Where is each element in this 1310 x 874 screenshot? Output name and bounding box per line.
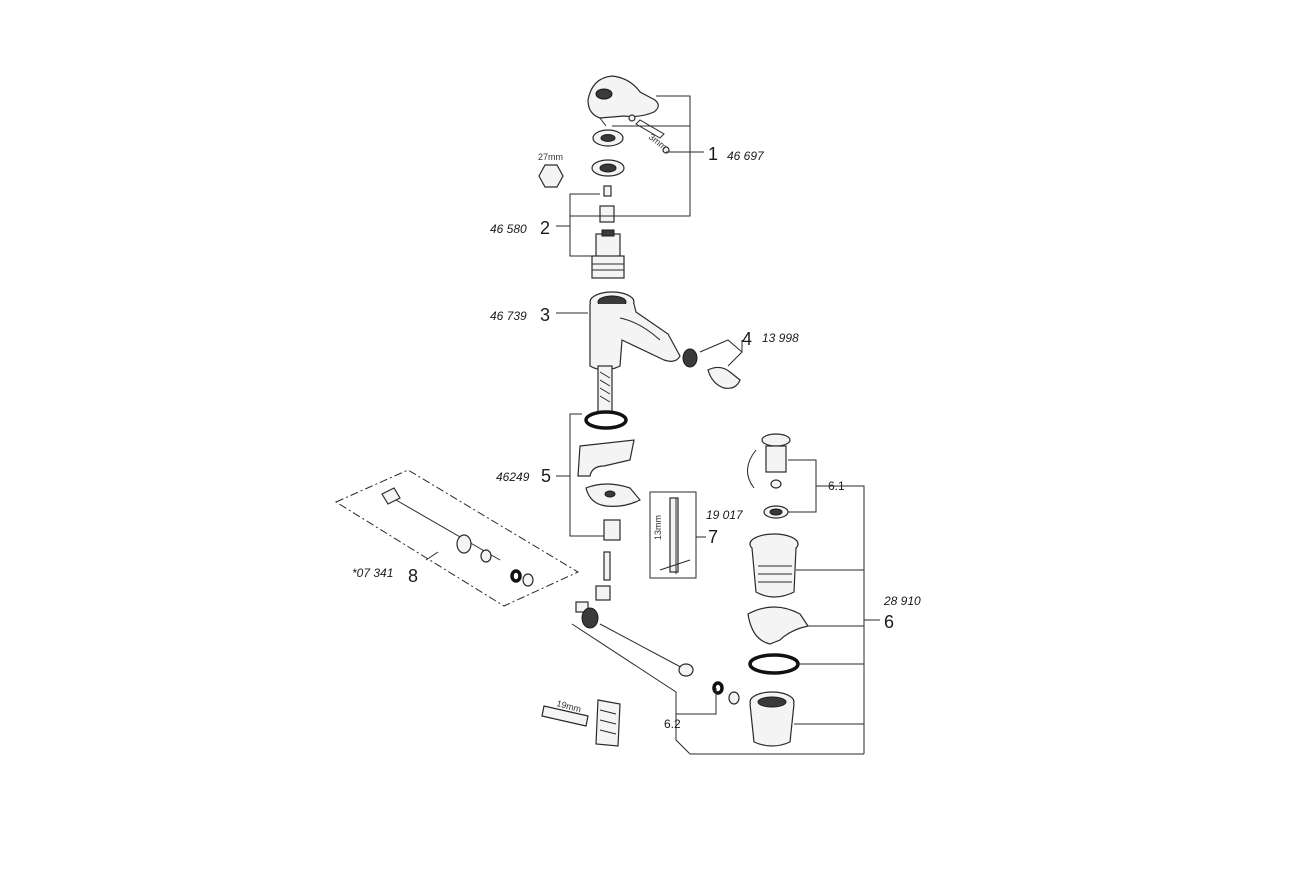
fixing-plate	[585, 483, 641, 507]
callout-code-4: 13 998	[762, 331, 799, 345]
bracket-6-2	[571, 623, 864, 755]
horseshoe-washer	[577, 439, 635, 477]
bracket-6-1	[788, 459, 826, 513]
spray-nozzle	[682, 348, 741, 389]
hex-socket-icon	[538, 164, 564, 188]
wrench-19-tool	[541, 705, 589, 727]
waste-gasket	[747, 606, 809, 645]
retaining-nut	[591, 159, 625, 177]
threaded-stud	[603, 519, 621, 541]
pop-up-plug	[747, 433, 791, 489]
wrench-13-size-label: 13mm	[653, 515, 663, 540]
callout-code-6: 28 910	[883, 594, 921, 608]
small-screw	[603, 185, 612, 197]
callout-code-7: 19 017	[706, 508, 744, 522]
hex-socket-size-label: 27mm	[538, 152, 563, 162]
lever-handle	[587, 75, 659, 127]
callout-number-5: 5	[541, 466, 551, 486]
callout-number-6: 6	[884, 612, 894, 632]
bracket-4	[699, 339, 743, 367]
linkage-rod	[575, 551, 740, 705]
adapter-nut	[599, 205, 615, 223]
sub-label-6-2: 6.2	[664, 717, 681, 731]
pop-up-rod-kit	[334, 469, 580, 607]
callout-number-4: 4	[742, 329, 752, 349]
callout-code-5: 46249	[496, 470, 530, 484]
wrench-tool	[649, 491, 697, 579]
callout-number-8: 8	[408, 566, 418, 586]
hose-connector	[595, 699, 621, 747]
bracket-2	[556, 193, 600, 257]
faucet-body	[589, 291, 681, 413]
cartridge	[591, 229, 625, 279]
waste-o-ring	[748, 653, 800, 675]
callout-code-3: 46 739	[490, 309, 527, 323]
plug-washer	[763, 479, 789, 519]
callout-number-1: 1	[708, 144, 718, 164]
callout-code-8: *07 341	[352, 566, 393, 580]
leader-8	[425, 551, 439, 561]
callout-number-2: 2	[540, 218, 550, 238]
bracket-6	[794, 485, 880, 754]
waste-body	[749, 691, 795, 747]
bracket-1	[570, 95, 704, 217]
cover-cap	[592, 129, 624, 147]
o-ring-seal	[584, 410, 628, 430]
callout-code-2: 46 580	[490, 222, 527, 236]
bracket-5	[556, 413, 604, 537]
callout-number-3: 3	[540, 305, 550, 325]
callout-code-1: 46 697	[727, 149, 765, 163]
callout-number-7: 7	[708, 527, 718, 547]
waste-flange	[749, 533, 799, 598]
